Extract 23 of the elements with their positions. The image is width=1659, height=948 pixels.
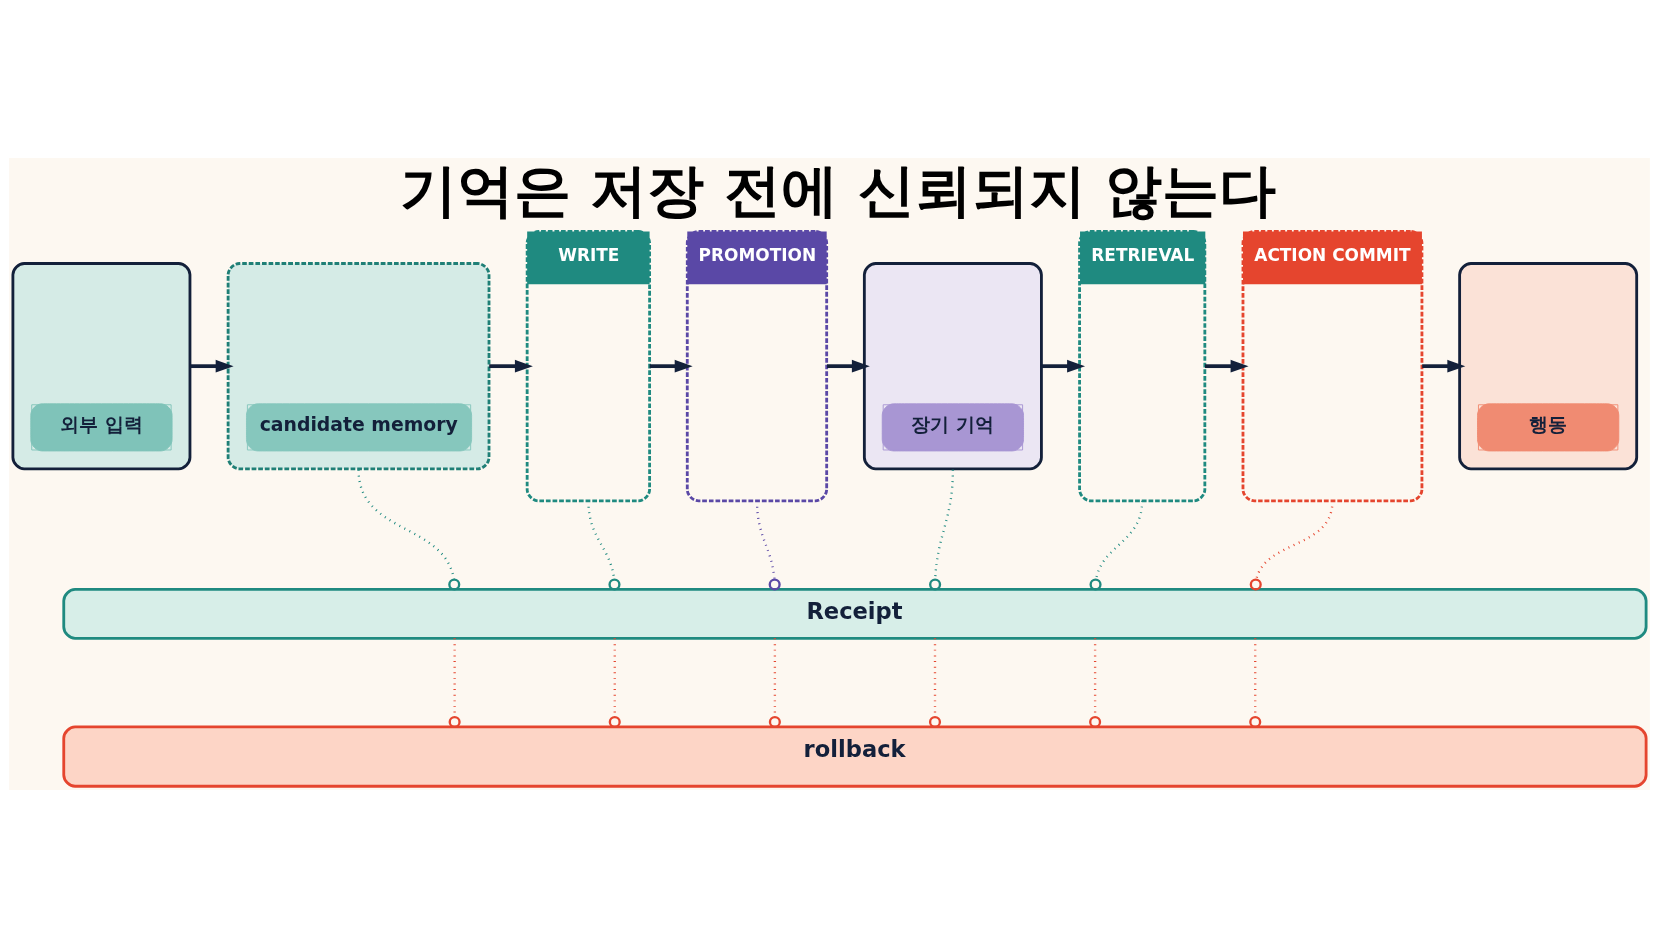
node-box: 외부 입력	[11, 262, 192, 471]
arrow	[1422, 359, 1466, 373]
connector	[928, 638, 942, 729]
connector	[608, 638, 621, 729]
connector	[1089, 500, 1144, 591]
connector	[1249, 638, 1262, 729]
arrow	[827, 359, 870, 373]
connector	[929, 469, 955, 591]
arrow	[489, 359, 533, 373]
arrow	[1041, 359, 1086, 373]
connector	[448, 638, 461, 729]
node-box: 행동	[1458, 262, 1639, 471]
arrow	[649, 359, 693, 373]
connector	[768, 638, 781, 729]
node-box: Receipt	[62, 587, 1648, 640]
diagram-title: 기억은 저장 전에 신뢰되지 않는다	[399, 157, 1277, 223]
node-box: 장기 기억	[862, 262, 1043, 471]
connector	[357, 469, 461, 591]
arrow	[1205, 359, 1249, 373]
arrow	[190, 359, 234, 373]
node-box: rollback	[62, 725, 1648, 788]
node-box: candidate memory	[226, 262, 491, 471]
connector	[1089, 638, 1102, 729]
